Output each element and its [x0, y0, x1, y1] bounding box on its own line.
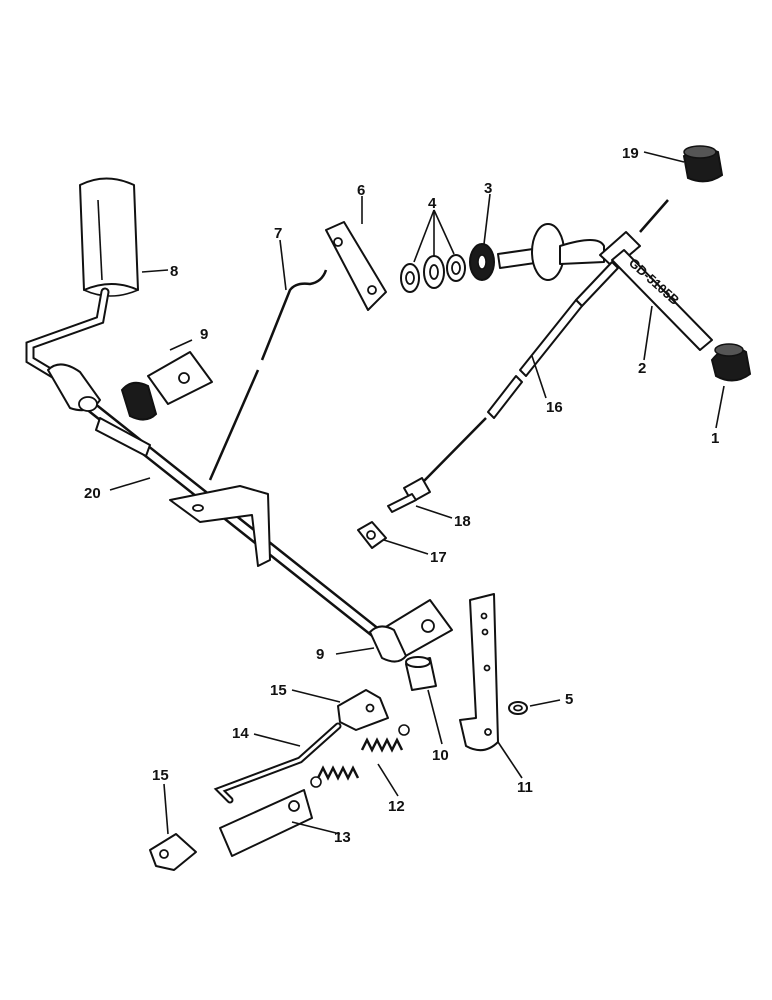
callout-labels: 1 2 3 4 5 6 7 8 9 9 10 11 12 13 14 15 15… [84, 145, 719, 846]
part-20-cross-shaft [47, 363, 391, 646]
leader-lines [109, 151, 725, 835]
part-15-clip-lower [149, 833, 197, 871]
callout-6: 6 [357, 182, 365, 199]
part-15-clip-upper [337, 689, 389, 731]
callout-18: 18 [454, 513, 471, 530]
part-4-washers [400, 254, 466, 293]
callout-1: 1 [711, 430, 719, 447]
part-2-rod: GD-5105B [611, 249, 713, 351]
carriage-bolt [497, 223, 605, 281]
callout-2: 2 [638, 360, 646, 377]
part-17-nut [357, 521, 387, 549]
part-3-nut [469, 243, 495, 281]
callout-7: 7 [274, 225, 282, 242]
callout-15-lower: 15 [152, 767, 169, 784]
part-6-plate [325, 221, 387, 311]
callout-3: 3 [484, 180, 492, 197]
callout-12: 12 [388, 798, 405, 815]
callout-15-upper: 15 [270, 682, 287, 699]
part-11-arm [459, 593, 499, 752]
part-7-link-rod [208, 269, 328, 481]
part-1-knob [710, 343, 752, 382]
callout-17: 17 [430, 549, 447, 566]
callout-19: 19 [622, 145, 639, 162]
part-16-cable [419, 199, 669, 486]
part-18-screw [387, 477, 431, 513]
callout-13: 13 [334, 829, 351, 846]
part-14-rod [213, 722, 342, 804]
part-13-plate [219, 789, 313, 857]
callout-9-lower: 9 [316, 646, 324, 663]
callout-16: 16 [546, 399, 563, 416]
callout-10: 10 [432, 747, 449, 764]
part-8-lever [25, 287, 110, 383]
part-12-springs [310, 724, 410, 788]
callout-14: 14 [232, 725, 249, 742]
part-19-knob [682, 145, 724, 183]
callout-9-upper: 9 [200, 326, 208, 343]
part-9-clamp-upper [120, 351, 213, 421]
part-10-bushing [405, 656, 437, 691]
callout-5: 5 [565, 691, 573, 708]
part-9-clamp-lower [369, 599, 453, 663]
callout-4: 4 [428, 195, 437, 212]
callout-20: 20 [84, 485, 101, 502]
part-5-washer [508, 701, 528, 715]
callout-8: 8 [170, 263, 178, 280]
part-8-handle-grip [79, 177, 139, 297]
callout-11: 11 [517, 779, 533, 796]
